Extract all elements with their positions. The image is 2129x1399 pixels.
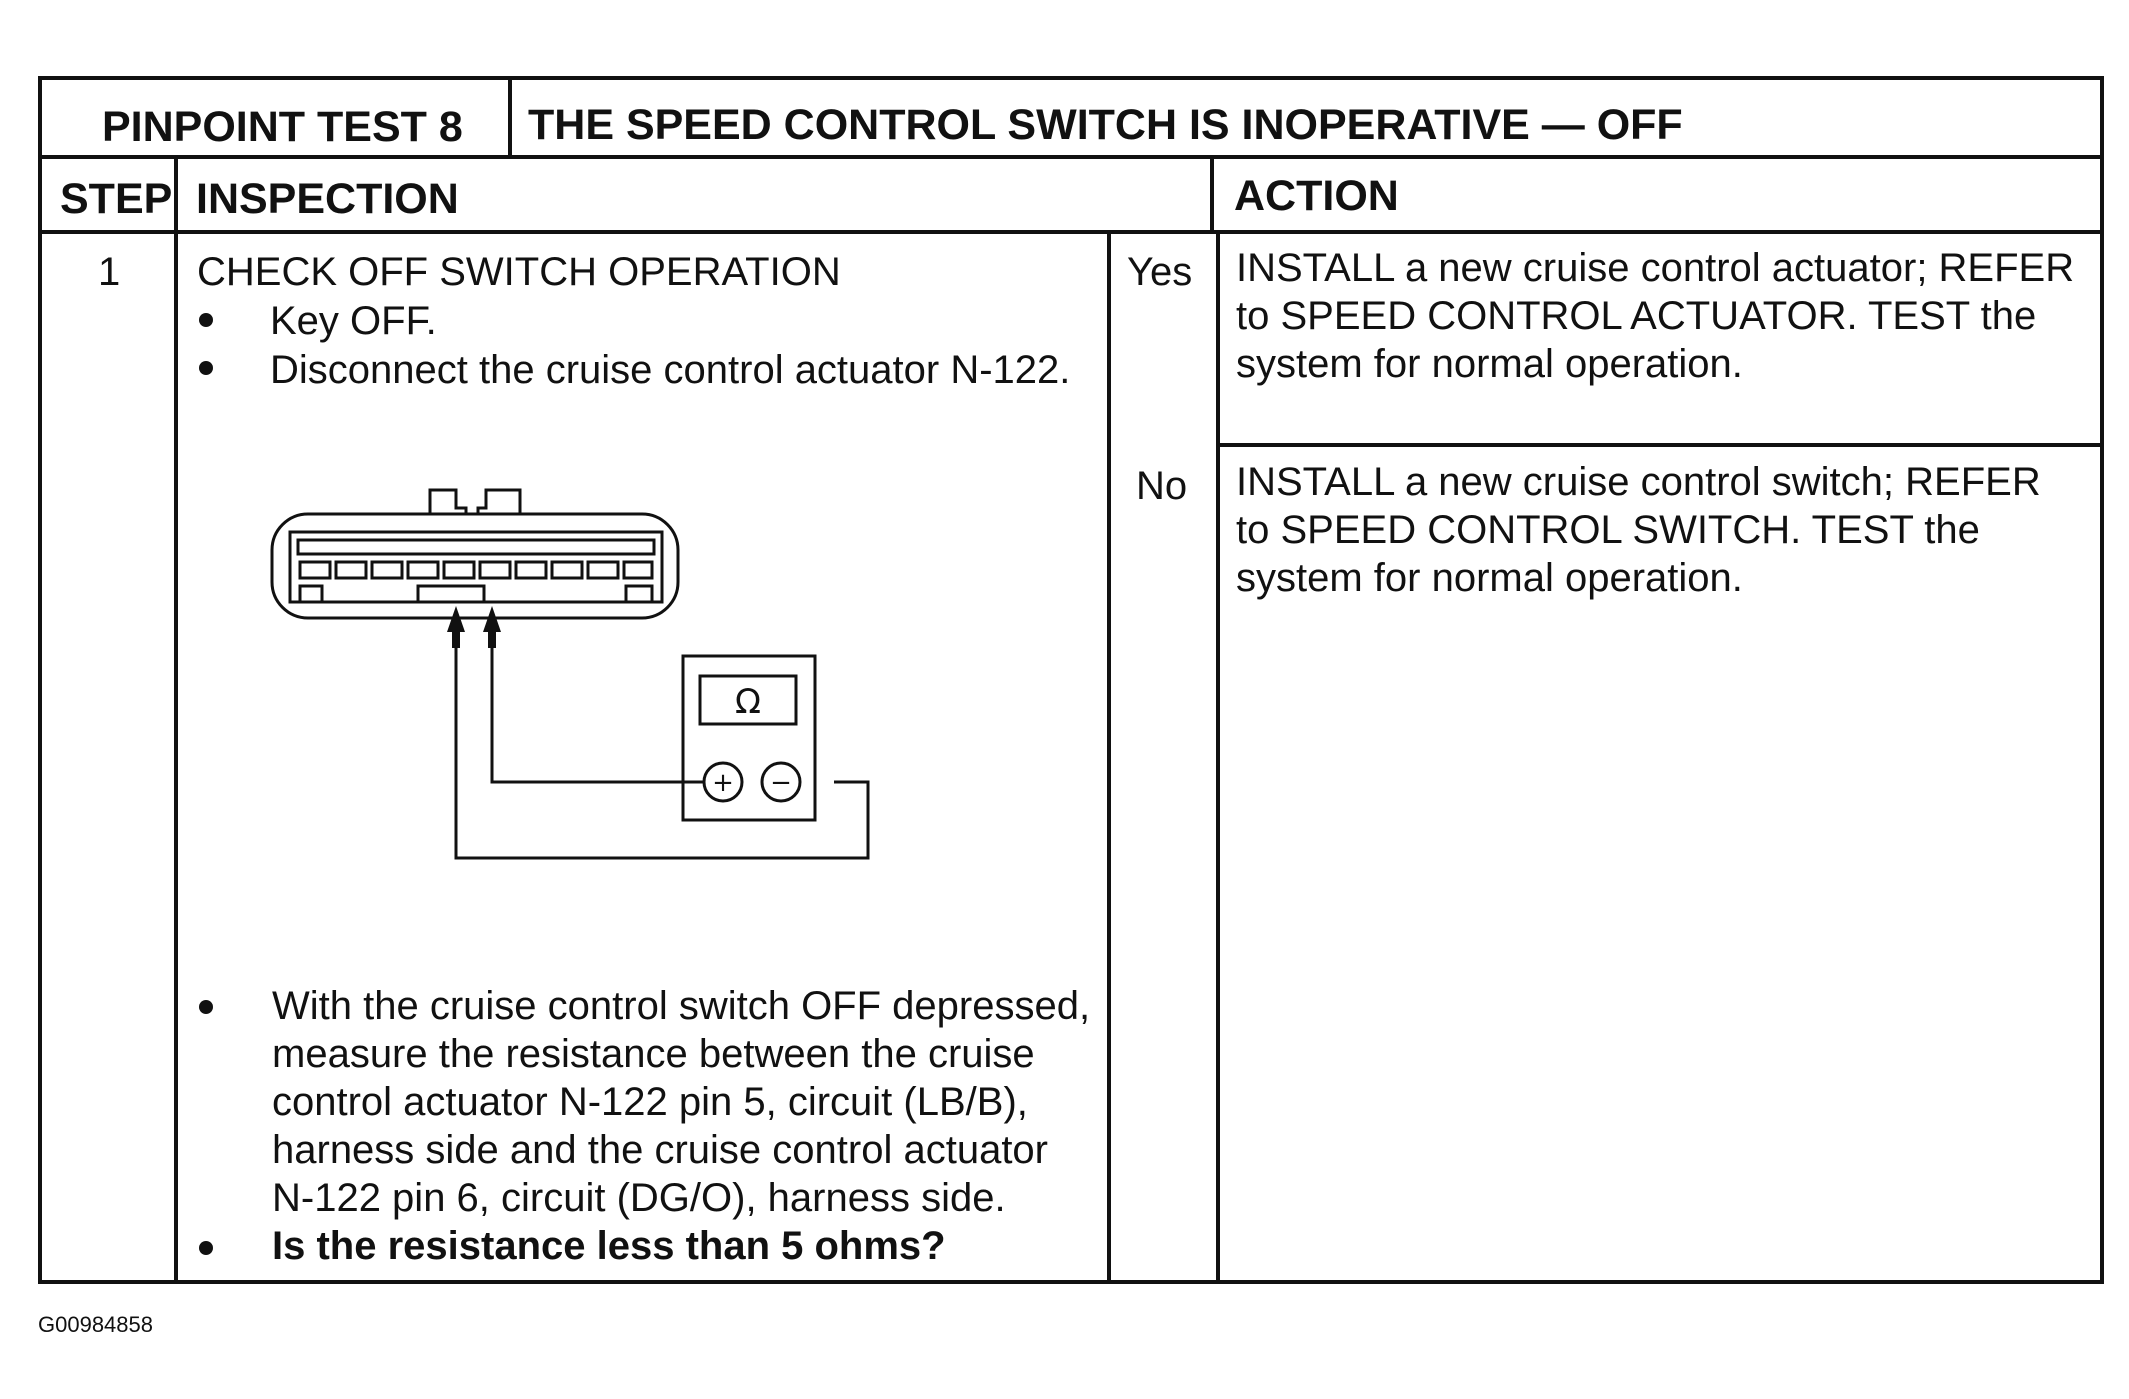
negative-symbol: − <box>770 768 792 798</box>
connector-tab <box>476 488 522 514</box>
positive-terminal <box>702 761 744 803</box>
positive-symbol: + <box>712 768 734 798</box>
bullet <box>199 1000 213 1014</box>
action-line: INSTALL a new cruise control switch; REF… <box>1236 460 2041 504</box>
connector-ohmmeter-diagram: Ω + − <box>270 488 870 860</box>
column-header-inspection: INSPECTION <box>196 175 459 223</box>
action-yes: INSTALL a new cruise control actuator; R… <box>1236 244 2074 388</box>
inspection-question: Is the resistance less than 5 ohms? <box>272 1224 946 1268</box>
bullet-text: Key OFF. <box>270 299 437 343</box>
test-lead-negative <box>454 620 870 860</box>
action-line: system for normal operation. <box>1236 556 1743 600</box>
bullet <box>199 361 213 375</box>
probe-shaft <box>452 632 460 648</box>
connector-tab <box>428 488 468 514</box>
bullet <box>199 1241 213 1255</box>
bullet-text: Disconnect the cruise control actuator N… <box>270 348 1071 392</box>
instruction-line: harness side and the cruise control actu… <box>272 1128 1048 1172</box>
inspection-title: CHECK OFF SWITCH OPERATION <box>197 250 841 294</box>
bullet <box>199 313 213 327</box>
instruction-line: With the cruise control switch OFF depre… <box>272 984 1091 1028</box>
figure-id: G00984858 <box>38 1312 153 1337</box>
probe-tip <box>483 606 501 632</box>
measurement-instructions: With the cruise control switch OFF depre… <box>272 982 1090 1222</box>
instruction-line: control actuator N-122 pin 5, circuit (L… <box>272 1080 1028 1124</box>
instruction-line: N-122 pin 6, circuit (DG/O), harness sid… <box>272 1176 1006 1220</box>
test-lead-positive <box>490 620 704 784</box>
pin-row <box>298 560 654 580</box>
ohm-symbol: Ω <box>735 682 761 722</box>
step-number: 1 <box>98 250 121 294</box>
response-yes-label: Yes <box>1127 250 1193 294</box>
action-line: to SPEED CONTROL ACTUATOR. TEST the <box>1236 294 2037 338</box>
connector-housing <box>270 512 680 620</box>
probe-tip <box>447 606 465 632</box>
connector-lower-keys <box>298 584 654 602</box>
response-no-label: No <box>1136 464 1188 508</box>
action-line: to SPEED CONTROL SWITCH. TEST the <box>1236 508 1980 552</box>
column-header-action: ACTION <box>1234 172 1399 220</box>
action-line: INSTALL a new cruise control actuator; R… <box>1236 246 2075 290</box>
test-label: PINPOINT TEST 8 <box>102 103 463 151</box>
connector-inner <box>288 530 664 604</box>
action-no: INSTALL a new cruise control switch; REF… <box>1236 458 2041 602</box>
action-line: system for normal operation. <box>1236 342 1743 386</box>
instruction-line: measure the resistance between the cruis… <box>272 1032 1035 1076</box>
ohmmeter-body <box>681 654 817 822</box>
ohmmeter-display <box>698 674 798 726</box>
probe-shaft <box>488 632 496 648</box>
negative-terminal <box>760 761 802 803</box>
test-title: THE SPEED CONTROL SWITCH IS INOPERATIVE … <box>528 101 1683 149</box>
column-header-step: STEP <box>60 175 173 223</box>
connector-rail <box>296 538 656 556</box>
